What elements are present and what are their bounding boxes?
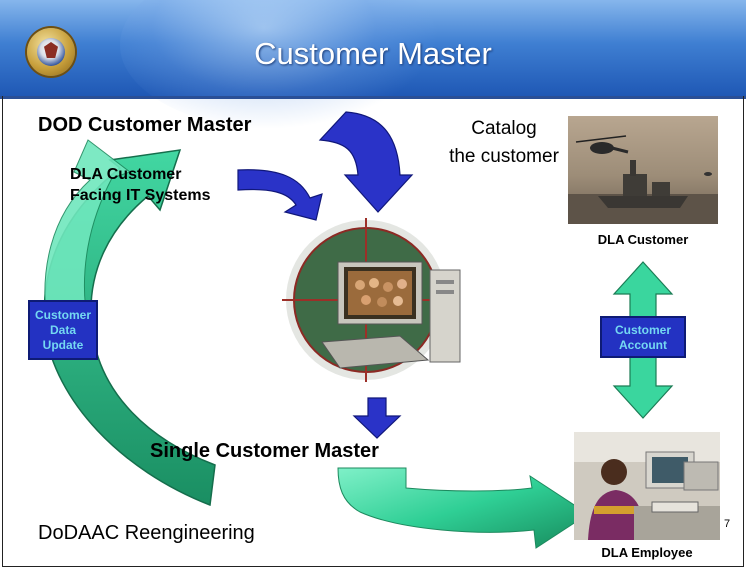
dodaac-reengineering-label: DoDAAC Reengineering bbox=[38, 522, 255, 544]
catalog-label-line1: Catalog bbox=[471, 118, 537, 139]
dla-customer-photo bbox=[568, 116, 718, 224]
employee-green-arrow bbox=[337, 467, 589, 549]
computer-illustration bbox=[282, 218, 461, 382]
page-number: 7 bbox=[724, 518, 731, 530]
header-divider bbox=[0, 96, 746, 99]
catalog-label-line2: the customer bbox=[449, 146, 559, 167]
slide-frame bbox=[2, 96, 744, 567]
dla-facing-label-line2: Facing IT Systems bbox=[70, 187, 211, 204]
single-down-arrow bbox=[352, 397, 402, 439]
dla-customer-caption: DLA Customer bbox=[597, 232, 689, 247]
slide-header: Customer Master bbox=[0, 0, 746, 130]
dod-customer-master-label: DOD Customer Master bbox=[38, 114, 252, 136]
dla-employee-caption: DLA Employee bbox=[601, 545, 693, 560]
slide-title: Customer Master bbox=[254, 36, 492, 71]
dod-down-arrow bbox=[318, 111, 414, 213]
customer-data-update-box: Customer Data Update bbox=[28, 300, 98, 360]
dla-seal-icon bbox=[27, 28, 75, 76]
facing-arrow bbox=[237, 169, 323, 221]
customer-account-box: Customer Account bbox=[600, 316, 686, 358]
dla-employee-photo bbox=[574, 432, 720, 540]
globe-background bbox=[120, 0, 440, 130]
single-customer-master-label: Single Customer Master bbox=[150, 440, 379, 462]
dla-facing-label-line1: DLA Customer bbox=[70, 166, 182, 183]
